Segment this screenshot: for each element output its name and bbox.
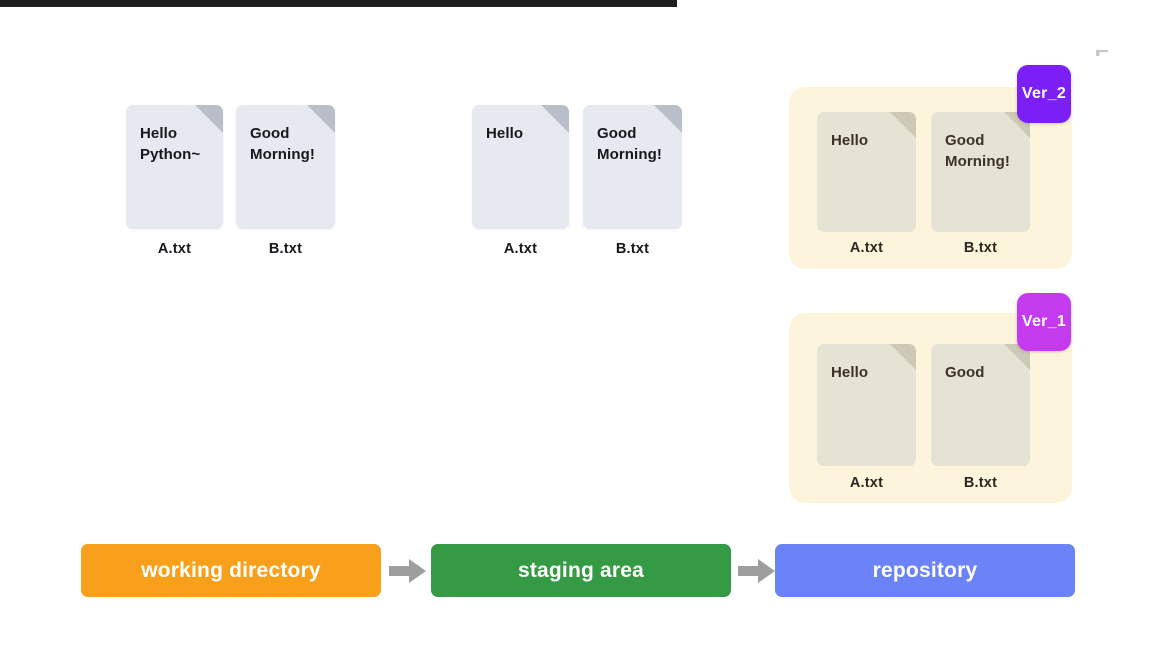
file-content: Hello Python~ (140, 125, 201, 163)
cursor-artifact-icon (1096, 50, 1108, 56)
file-content: Hello (831, 132, 869, 149)
page-fold-icon (888, 344, 916, 372)
staging-area-file-b-caption: B.txt (615, 241, 650, 257)
repository-ver2-file-b-caption: B.txt (963, 240, 998, 256)
repository-ver2-file-b[interactable]: Good Morning! (931, 112, 1030, 232)
repository-ver1-file-a[interactable]: Hello (817, 344, 916, 466)
page-fold-icon (654, 105, 682, 133)
arrow-working-to-staging-icon (389, 558, 427, 584)
page-fold-icon (195, 105, 223, 133)
working-directory-file-a-caption: A.txt (157, 241, 192, 257)
file-content: Good (945, 364, 985, 381)
stage-staging-area[interactable]: staging area (431, 544, 731, 597)
working-directory-file-a[interactable]: Hello Python~ (126, 105, 223, 229)
version-badge-ver1[interactable]: Ver_1 (1017, 293, 1071, 351)
file-content: Hello (486, 125, 524, 142)
staging-area-file-b[interactable]: Good Morning! (583, 105, 682, 229)
page-fold-icon (541, 105, 569, 133)
page-fold-icon (307, 105, 335, 133)
file-content: Good Morning! (250, 125, 315, 163)
file-content: Hello (831, 364, 869, 381)
working-directory-file-b-caption: B.txt (268, 241, 303, 257)
repository-ver1-file-b-caption: B.txt (963, 475, 998, 491)
file-content: Good Morning! (945, 132, 1010, 170)
page-fold-icon (888, 112, 916, 140)
working-directory-file-b[interactable]: Good Morning! (236, 105, 335, 229)
repository-ver2-file-a[interactable]: Hello (817, 112, 916, 232)
arrow-staging-to-repository-icon (738, 558, 776, 584)
file-content: Good Morning! (597, 125, 662, 163)
repository-ver1-file-a-caption: A.txt (849, 475, 884, 491)
top-divider-rule (0, 0, 677, 7)
staging-area-file-a-caption: A.txt (503, 241, 538, 257)
stage-working-directory[interactable]: working directory (81, 544, 381, 597)
repository-ver2-file-a-caption: A.txt (849, 240, 884, 256)
staging-area-file-a[interactable]: Hello (472, 105, 569, 229)
stage-repository[interactable]: repository (775, 544, 1075, 597)
version-badge-ver2[interactable]: Ver_2 (1017, 65, 1071, 123)
repository-ver1-file-b[interactable]: Good (931, 344, 1030, 466)
